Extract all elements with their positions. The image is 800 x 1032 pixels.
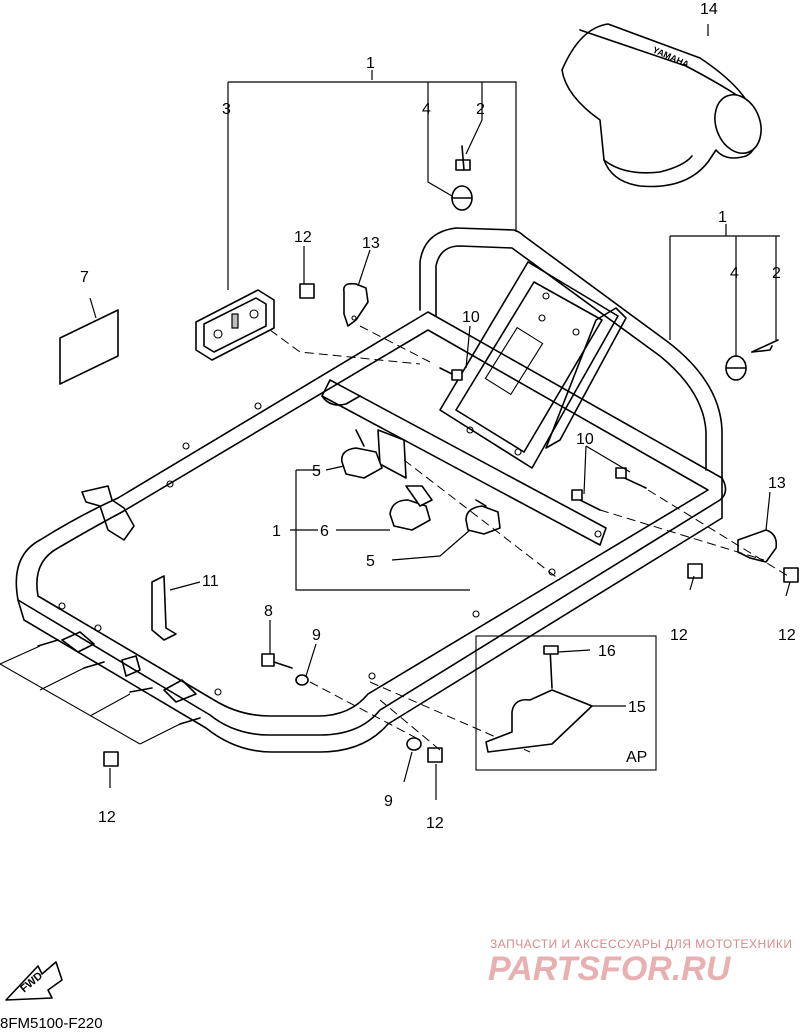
callout-10: 10 <box>462 309 480 326</box>
clamp-left <box>342 282 369 327</box>
watermark: ЗАПЧАСТИ И АКСЕССУАРЫ ДЛЯ МОТОТЕХНИКИ PA… <box>488 937 792 988</box>
callout-5: 5 <box>312 463 321 480</box>
callout-1: 1 <box>366 55 375 72</box>
callout-6: 6 <box>320 523 329 540</box>
callout-2: 2 <box>476 101 485 118</box>
callout-10: 10 <box>576 431 594 448</box>
callout-12: 12 <box>778 627 796 644</box>
callout-16: 16 <box>598 643 616 660</box>
callout-15: 15 <box>628 699 646 716</box>
leader-lines <box>89 24 791 800</box>
callout-12: 12 <box>98 809 116 826</box>
callout-9: 9 <box>312 627 321 644</box>
callout-13: 13 <box>362 235 380 252</box>
washer-9a <box>295 674 309 686</box>
callout-numbers: 1 3 4 2 14 12 13 7 10 1 4 2 10 13 5 1 6 … <box>80 1 796 832</box>
strap <box>151 575 177 641</box>
callout-13: 13 <box>768 475 786 492</box>
watermark-logo: PARTSFOR.RU <box>488 950 732 988</box>
callout-12: 12 <box>294 229 312 246</box>
drawing-code: 8FM5100-F220 <box>0 1015 103 1032</box>
rubber-bumper-right <box>725 339 779 381</box>
callout-12: 12 <box>670 627 688 644</box>
callout-3: 3 <box>222 101 231 118</box>
clamp-right <box>737 529 778 563</box>
bumper-plate <box>195 289 275 361</box>
bolts-10 <box>439 367 647 511</box>
backrest-pad: YAMAHA <box>561 23 762 188</box>
callout-9: 9 <box>384 793 393 810</box>
watermark-tagline: ЗАПЧАСТИ И АКСЕССУАРЫ ДЛЯ МОТОТЕХНИКИ <box>490 937 792 951</box>
front-studs <box>0 639 201 745</box>
pipe-clamps <box>340 429 501 535</box>
bolt-8 <box>261 653 293 669</box>
washer-9b <box>406 737 422 751</box>
rack-frame <box>15 311 727 753</box>
flange-nuts <box>103 283 799 767</box>
callout-1: 1 <box>718 209 727 226</box>
callout-5: 5 <box>366 553 375 570</box>
detail-box-ap: AP <box>475 635 657 771</box>
callout-2: 2 <box>772 265 781 282</box>
detail-box-label: AP <box>626 749 647 766</box>
rubber-bumper-top <box>451 145 473 211</box>
callout-8: 8 <box>264 603 273 620</box>
callout-12: 12 <box>426 815 444 832</box>
callout-14: 14 <box>700 1 718 18</box>
rear-frame <box>419 227 723 479</box>
fwd-arrow: FWD <box>5 961 63 1001</box>
callout-7: 7 <box>80 269 89 286</box>
label-sticker <box>59 309 119 385</box>
callout-4: 4 <box>422 101 431 118</box>
callout-11: 11 <box>202 573 219 590</box>
callout-4: 4 <box>730 265 739 282</box>
callout-1: 1 <box>272 523 281 540</box>
